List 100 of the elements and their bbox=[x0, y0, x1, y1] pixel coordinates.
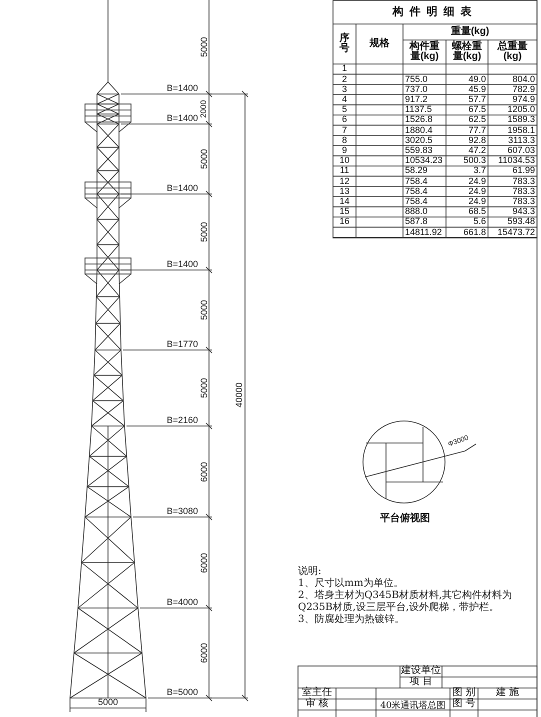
table-cell-text: 7 bbox=[340, 125, 348, 136]
width-label: B=1400 bbox=[166, 259, 198, 269]
table-cell-text: 10 bbox=[338, 156, 350, 166]
table-title: 构件明细表 bbox=[391, 4, 478, 20]
table-cell-text: 755.0 bbox=[404, 74, 429, 84]
table-cell-text: 15 bbox=[338, 206, 350, 217]
note-text: 1、尺寸以mm为单位。 bbox=[298, 578, 404, 590]
table-cell-text: 24.9 bbox=[467, 186, 487, 197]
width-label: B=1770 bbox=[166, 339, 198, 349]
width-label: B=4000 bbox=[166, 597, 198, 607]
title-block-text: 审 核 bbox=[304, 699, 329, 710]
table-cell-text: 57.7 bbox=[467, 94, 487, 105]
table-cell-text: 3020.5 bbox=[404, 135, 434, 146]
dimension-text: 6000 bbox=[199, 642, 209, 666]
table-cell-text: 587.8 bbox=[404, 217, 429, 228]
table-cell-text: 943.3 bbox=[511, 206, 536, 217]
table-cell-text: 758.4 bbox=[404, 176, 429, 186]
table-cell-text: 917.2 bbox=[404, 94, 429, 105]
dimension-text: 5000 bbox=[199, 298, 209, 322]
note-text: 3、防腐处理为热镀锌。 bbox=[298, 614, 406, 626]
dimension-text: 2000 bbox=[199, 99, 209, 120]
width-label: B=5000 bbox=[166, 687, 198, 697]
column-header: 构件重量(kg) bbox=[408, 40, 440, 64]
width-label: B=2160 bbox=[166, 415, 198, 425]
table-cell-text: 11 bbox=[338, 166, 350, 176]
dimension-text: 6000 bbox=[199, 551, 209, 575]
table-cell-text: 8 bbox=[340, 135, 348, 146]
dimension-text: 5000 bbox=[199, 148, 209, 172]
column-header: 序号 bbox=[338, 31, 350, 56]
dimension-text: 6000 bbox=[199, 460, 209, 484]
width-label: B=3080 bbox=[166, 506, 198, 516]
table-cell-text: 58.29 bbox=[404, 166, 429, 176]
table-cell-text: 1880.4 bbox=[404, 125, 434, 136]
table-cell-text: 758.4 bbox=[404, 186, 429, 197]
table-cell-text: 47.2 bbox=[467, 146, 487, 156]
width-label: B=1400 bbox=[166, 83, 198, 93]
table-cell-text: 1958.1 bbox=[506, 125, 536, 136]
table-cell-text: 1526.8 bbox=[404, 115, 434, 126]
title-block-text: 室主任 bbox=[301, 688, 333, 698]
table-cell-text: 15473.72 bbox=[496, 227, 536, 238]
note-text: 2、塔身主材为Q345B材质材料,其它构件材料为Q235B材质,设三层平台,设外爬梯，带护栏。 bbox=[298, 590, 514, 614]
table-cell-text: 783.3 bbox=[511, 196, 536, 207]
table-cell-text: 2 bbox=[340, 74, 348, 84]
table-cell-text: 783.3 bbox=[511, 186, 536, 197]
table-cell-text: 804.0 bbox=[511, 74, 536, 84]
table-cell-text: 661.8 bbox=[462, 227, 487, 238]
table-cell-text: 92.8 bbox=[467, 135, 487, 146]
table-cell-text: 593.48 bbox=[506, 217, 536, 228]
dimension-text: 5000 bbox=[199, 220, 209, 244]
table-cell-text: 62.5 bbox=[467, 115, 487, 126]
table-cell-text: 783.3 bbox=[511, 176, 536, 186]
table-cell-text: 16 bbox=[338, 217, 350, 228]
dimension-text: 5000 bbox=[199, 36, 209, 60]
column-header: 规格 bbox=[368, 36, 390, 51]
table-cell-text: 24.9 bbox=[467, 196, 487, 207]
table-cell-text: 1 bbox=[340, 64, 348, 74]
table-cell-text: 13 bbox=[338, 186, 350, 197]
title-block-text: 图 别 bbox=[451, 688, 477, 698]
table-cell-text: 559.83 bbox=[404, 146, 434, 156]
table-cell-text: 24.9 bbox=[467, 176, 487, 186]
table-cell-text: 61.99 bbox=[511, 166, 536, 176]
table-cell-text: 737.0 bbox=[404, 84, 429, 95]
table-cell-text: 607.03 bbox=[506, 146, 536, 156]
title-block-text: 项 目 bbox=[408, 677, 434, 688]
table-cell-text: 888.0 bbox=[404, 206, 429, 217]
table-cell-text: 11034.53 bbox=[497, 156, 536, 166]
table-cell-text: 68.5 bbox=[467, 206, 487, 217]
table-cell-text: 500.3 bbox=[462, 156, 487, 166]
table-cell-text: 5 bbox=[340, 104, 348, 115]
table-cell-text: 758.4 bbox=[404, 196, 429, 207]
table-cell-text: 1589.3 bbox=[506, 115, 536, 126]
table-cell-text: 5.6 bbox=[472, 217, 487, 228]
table-cell-text: 10534.23 bbox=[404, 156, 444, 166]
table-cell-text: 9 bbox=[340, 146, 348, 156]
column-header: 重量(kg) bbox=[450, 24, 490, 39]
width-label: B=1400 bbox=[166, 113, 198, 123]
table-cell-text: 49.0 bbox=[467, 74, 487, 84]
table-cell-text: 974.9 bbox=[511, 94, 536, 105]
table-cell-text: 3.7 bbox=[472, 166, 487, 176]
title-block-text: 40米通讯塔总图 bbox=[379, 700, 447, 714]
table-cell-text: 1205.0 bbox=[506, 104, 536, 115]
table-cell-text: 77.7 bbox=[467, 125, 487, 136]
column-header: 螺栓重量(kg) bbox=[451, 40, 483, 64]
table-cell-text: 3 bbox=[340, 84, 348, 95]
dimension-text: 5000 bbox=[96, 697, 120, 707]
table-cell-text: 6 bbox=[340, 115, 348, 126]
table-cell-text: 14811.92 bbox=[404, 227, 443, 238]
dimension-text: 40000 bbox=[234, 381, 244, 410]
title-block-text: 建 施 bbox=[494, 688, 520, 699]
title-block-text: 图 号 bbox=[451, 699, 477, 710]
table-cell-text: 1137.5 bbox=[404, 104, 433, 115]
column-header: 总重量(kg) bbox=[496, 40, 528, 64]
notes-heading: 说明: bbox=[298, 566, 322, 578]
table-cell-text: 14 bbox=[338, 196, 350, 207]
table-cell-text: 3113.3 bbox=[507, 135, 536, 146]
drawing-caption: 平台俯视图 bbox=[379, 512, 431, 526]
width-label: B=1400 bbox=[166, 183, 198, 193]
title-block-text: 建设单位 bbox=[400, 666, 442, 676]
table-cell-text: 67.5 bbox=[467, 104, 487, 115]
dimension-text: 5000 bbox=[199, 376, 209, 400]
